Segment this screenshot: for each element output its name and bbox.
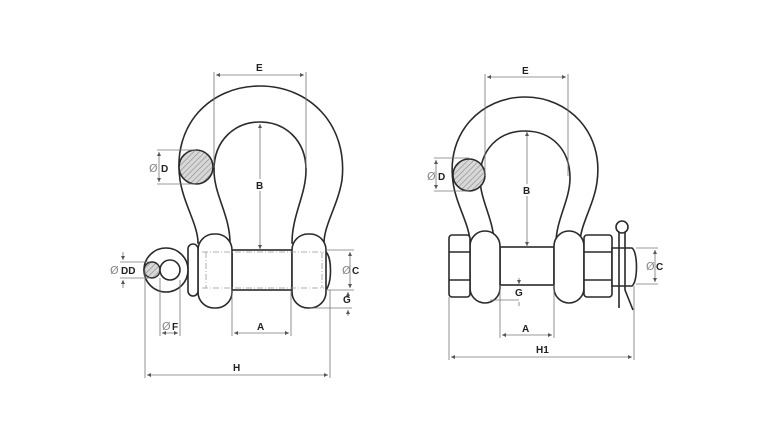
label-e: E	[522, 66, 529, 77]
diameter-c-symbol: Ø	[646, 260, 655, 273]
diameter-d-symbol: Ø	[149, 162, 158, 175]
nut	[583, 234, 613, 298]
label-f: F	[172, 322, 178, 333]
bolt-type-shackle-view: E B Ø D Ø C G A H1	[427, 66, 663, 360]
label-a: A	[522, 324, 529, 335]
bolt-body	[499, 246, 555, 286]
ear-left	[469, 230, 501, 304]
bolt-head	[448, 234, 471, 298]
pin-eye-section	[143, 261, 161, 279]
label-d: D	[161, 164, 168, 175]
cotter-pin-loop	[615, 220, 629, 234]
label-a: A	[257, 322, 264, 333]
label-h1: H1	[536, 345, 549, 356]
diameter-f-symbol: Ø	[162, 320, 171, 333]
screw-pin-shackle-view: E B Ø D Ø DD Ø C G Ø F	[110, 63, 359, 378]
label-h: H	[233, 363, 240, 374]
ear-left	[197, 233, 233, 309]
bow-cross-section	[178, 149, 214, 185]
bow-cross-section	[452, 158, 486, 192]
cotter-pin	[618, 232, 634, 311]
pin-eye-hole	[159, 259, 181, 281]
label-b: B	[256, 181, 263, 192]
label-c: C	[656, 262, 663, 273]
label-b: B	[523, 186, 530, 197]
label-c: C	[352, 266, 359, 277]
diameter-dd-symbol: Ø	[110, 264, 119, 277]
label-e: E	[256, 63, 263, 74]
pin-body	[231, 249, 293, 291]
ear-right	[553, 230, 585, 304]
label-g: G	[343, 295, 351, 306]
label-g: G	[515, 288, 523, 299]
pin-tip	[325, 251, 332, 291]
ear-right	[291, 233, 327, 309]
diameter-c-symbol: Ø	[342, 264, 351, 277]
pin-collar	[187, 243, 199, 297]
diameter-d-symbol: Ø	[427, 170, 436, 183]
label-d: D	[438, 172, 445, 183]
label-dd: DD	[121, 266, 135, 277]
shackle-bow	[178, 85, 344, 244]
